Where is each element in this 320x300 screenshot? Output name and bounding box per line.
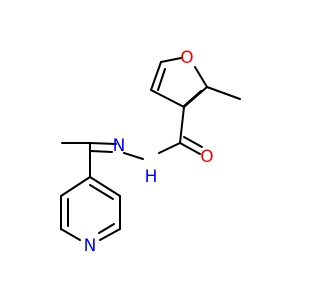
carbonyl-oxygen-label: O [200,147,213,167]
bond-furan-c5-o [160,57,182,63]
bond-furan-o-c2 [194,66,208,88]
bond-methyl-furan [206,86,241,100]
bond-py-c4-c3 [60,176,91,197]
bond-carbonyl-nh [158,142,181,154]
bond-py-n-c6-double [98,223,115,234]
bond-py-c2-n [60,228,81,241]
bond-furan-c4-c5 [150,61,162,91]
bond-cn [89,142,117,145]
pyridine-nitrogen-label: N [84,236,97,256]
bond-carbonyl-o [179,142,201,155]
bond-furan-c3-c4 [150,89,185,108]
bond-cn-double [90,150,113,153]
bond-py-n-c6 [99,228,121,241]
bond-carbonyl-o-double [183,136,203,148]
bond-furan-c4-c5-double [157,68,166,91]
hydrazone-n2-label: H [145,167,158,187]
molecule-diagram: O O N H N [60,48,241,256]
bond-c3-carbonyl [179,106,185,144]
hydrazone-n1-label: N [113,136,126,156]
furan-oxygen-label: O [180,48,193,68]
bond-py-c5-c4-double [89,184,114,200]
structure-svg: O O N H N [60,48,241,256]
bond-furan-c2-c3-double [183,90,202,107]
bond-py-c5-c4 [89,176,121,197]
bond-n-n [123,152,144,160]
